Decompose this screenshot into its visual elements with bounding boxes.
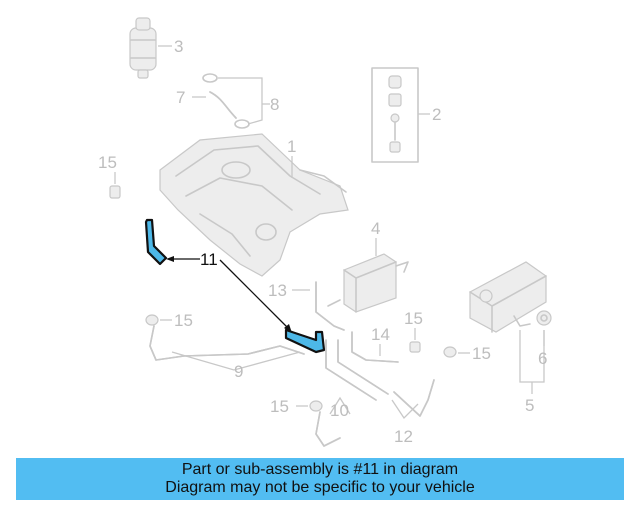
callout-3: 3 bbox=[174, 37, 183, 56]
callout-15e: 15 bbox=[270, 397, 289, 416]
callout-15d: 15 bbox=[472, 344, 491, 363]
callout-14: 14 bbox=[371, 325, 390, 344]
callout-6: 6 bbox=[538, 349, 547, 368]
callout-8: 8 bbox=[270, 95, 279, 114]
callout-2: 2 bbox=[432, 105, 441, 124]
callout-15c: 15 bbox=[404, 309, 423, 328]
part-4-reservoir bbox=[327, 253, 409, 313]
part-15-bolt-b bbox=[145, 314, 159, 326]
part-9-hose bbox=[149, 325, 305, 361]
callout-4: 4 bbox=[371, 219, 380, 238]
part-6-mount bbox=[536, 310, 552, 326]
part-11-hose-a bbox=[144, 218, 168, 266]
part-1-subframe bbox=[159, 133, 349, 277]
part-12-pipe bbox=[393, 379, 435, 417]
callout-9: 9 bbox=[234, 362, 243, 381]
part-8-clamps bbox=[202, 73, 250, 129]
callout-7: 7 bbox=[176, 88, 185, 107]
info-banner: Part or sub-assembly is #11 in diagram D… bbox=[16, 458, 624, 500]
callout-12: 12 bbox=[394, 427, 413, 446]
callout-10: 10 bbox=[330, 401, 349, 420]
part-7-hose bbox=[209, 91, 237, 119]
part-3-canister bbox=[129, 17, 157, 79]
part-11-hose-b bbox=[284, 328, 326, 354]
part-10-pipes bbox=[315, 339, 389, 447]
part-14-hose bbox=[351, 331, 399, 363]
part-15-bolt-e bbox=[309, 400, 323, 412]
banner-line-1: Part or sub-assembly is #11 in diagram bbox=[181, 461, 459, 478]
part-5-compressor bbox=[469, 261, 547, 333]
callout-5: 5 bbox=[525, 396, 534, 415]
callout-1: 1 bbox=[287, 137, 296, 156]
part-15-bolt-d bbox=[443, 346, 457, 358]
part-2-kit bbox=[371, 67, 419, 163]
callout-11: 11 bbox=[200, 250, 218, 269]
banner-line-2: Diagram may not be specific to your vehi… bbox=[165, 479, 475, 496]
part-15-bolt-a bbox=[109, 185, 121, 199]
callout-15a: 15 bbox=[98, 153, 117, 172]
part-15-bolt-c bbox=[409, 341, 421, 353]
part-13-hose bbox=[315, 281, 345, 331]
callout-13: 13 bbox=[268, 281, 287, 300]
callout-15b: 15 bbox=[174, 311, 193, 330]
